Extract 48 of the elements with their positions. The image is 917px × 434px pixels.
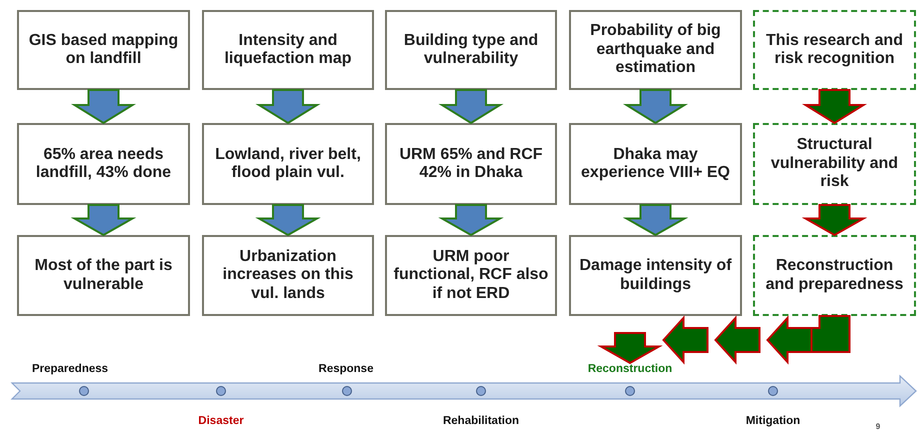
page-number: 9 <box>876 422 880 431</box>
box-text: Building type and vulnerability <box>402 32 540 68</box>
process-box <box>569 235 742 316</box>
process-box <box>202 10 374 90</box>
process-box <box>17 10 190 90</box>
block-arrow <box>438 89 504 124</box>
process-box <box>385 235 557 316</box>
timeline-label: Rehabilitation <box>442 415 520 427</box>
block-arrow <box>438 204 504 236</box>
block-arrow <box>71 89 136 124</box>
box-text: Structural vulnerability and risk <box>770 136 900 192</box>
box-text: Damage intensity of buildings <box>578 257 733 294</box>
timeline-label: Response <box>318 363 374 375</box>
process-box <box>385 10 557 90</box>
block-arrow <box>802 89 867 124</box>
box-text: This research and risk recognition <box>765 32 904 68</box>
process-box <box>17 235 190 316</box>
process-box <box>569 10 742 90</box>
box-text: Probability of big earthquake and estimation <box>589 22 722 78</box>
block-arrow <box>622 204 688 236</box>
box-text: Reconstruction and preparedness <box>764 257 904 294</box>
timeline-label: Preparedness <box>32 363 108 375</box>
box-text: 65% area needs landfill, 43% done <box>34 146 172 182</box>
block-arrow <box>597 315 850 365</box>
box-text: Dhaka may experience VIII+ EQ <box>580 146 731 182</box>
block-arrow <box>623 89 688 124</box>
box-text: Lowland, river belt, flood plain vul. <box>214 146 362 182</box>
process-box <box>753 10 916 90</box>
timeline-label: Reconstruction <box>588 363 672 375</box>
timeline-label: Mitigation <box>746 415 800 427</box>
process-box <box>17 123 190 205</box>
box-text: GIS based mapping on landfill <box>28 32 180 68</box>
box-text: Urbanization increases on this vul. lands <box>222 248 354 304</box>
process-box <box>202 235 374 316</box>
block-arrow <box>70 204 136 236</box>
process-box <box>202 123 374 205</box>
block-arrow <box>256 89 320 124</box>
block-arrow <box>802 204 868 236</box>
box-text: Intensity and liquefaction map <box>223 32 353 68</box>
box-text: URM 65% and RCF 42% in Dhaka <box>398 146 544 182</box>
box-text: URM poor functional, RCF also if not ERD <box>393 248 549 304</box>
box-text: Most of the part is vulnerable <box>34 257 174 294</box>
block-arrow <box>255 204 321 236</box>
process-box <box>753 123 916 205</box>
process-box <box>753 235 916 316</box>
timeline-label: Disaster <box>198 415 244 427</box>
process-box <box>385 123 557 205</box>
process-box <box>569 123 742 205</box>
